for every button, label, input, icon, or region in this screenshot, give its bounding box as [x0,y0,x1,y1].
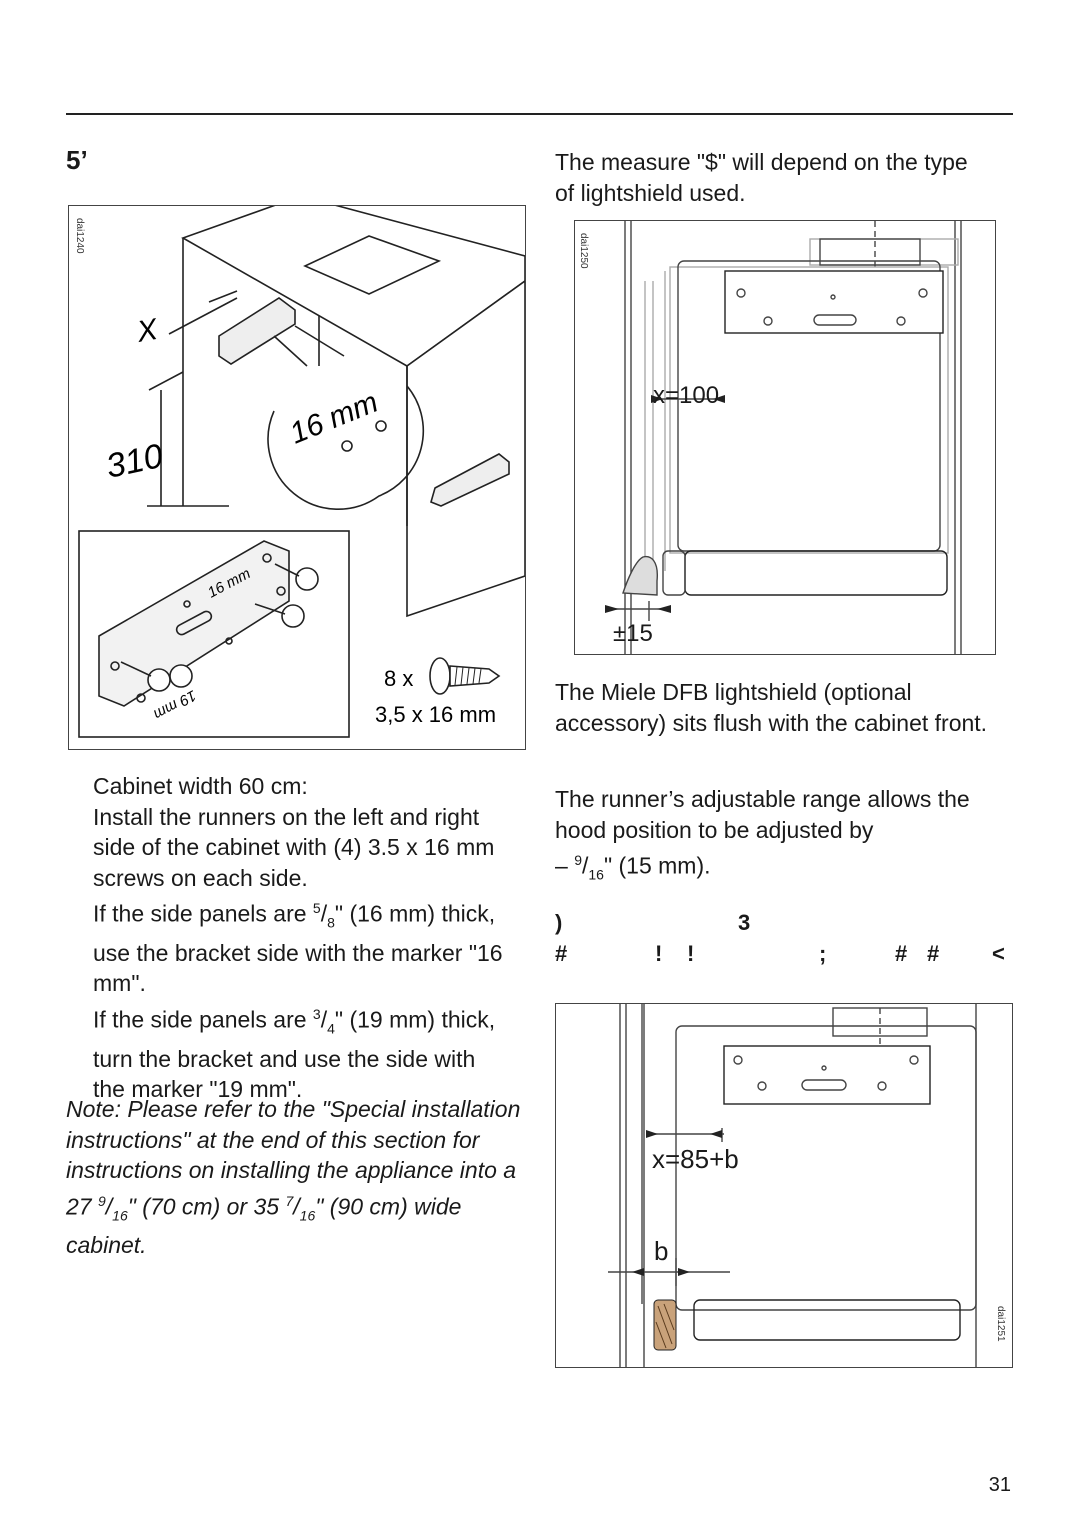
runner-range-text: The runner’s adjustable range allows the… [555,786,970,883]
installation-instructions: Cabinet width 60 cm: Install the runners… [93,771,513,1105]
miele-lightshield-text: The Miele DFB lightshield (optional acce… [555,679,988,736]
top-rule [66,113,1013,115]
figure-lightshield-x85b: x=85+b b dai1251 [555,1003,1013,1368]
special-installation-note: Note: Please refer to the "Special insta… [66,1096,521,1259]
screw-size-label: 3,5 x 16 mm [375,702,496,727]
figure-id: dai1240 [74,218,85,254]
runner-install-text: Install the runners on the left and righ… [93,803,495,891]
figure-id: dai1251 [995,1306,1006,1342]
cabinet-width-line: Cabinet width 60 cm: [93,773,308,799]
symbol-row-2: # ! ! ; # # < [555,941,1005,966]
figure-bracket-installation: X 310 16 mm 16 mm 19 mm 8 x 3,5 x 16 mm … [68,205,526,750]
dim-310-label: 310 [103,437,166,486]
lightshield-drawing: x=100 ±15 [605,221,962,654]
x85b-label: x=85+b [652,1144,739,1174]
panel-19mm-text: If the side panels are 3/4" (19 mm) thic… [93,1005,496,1102]
dim-x-label: X [134,313,161,349]
symbol-row-1: ) 3 [555,910,751,935]
figure-id: dai1250 [578,233,589,269]
panel-16mm-text: If the side panels are 5/8" (16 mm) thic… [93,900,503,997]
section-heading: 5’ [66,145,88,175]
screw-count-label: 8 x [384,666,413,691]
page-number: 31 [988,1474,1011,1496]
x100-label: x=100 [653,382,719,409]
lightshield-measure-text: The measure "$" will depend on the type … [555,149,968,206]
plus-minus-15-label: ±15 [613,620,653,647]
b-label: b [654,1236,668,1266]
magnified-16mm-label: 16 mm [285,386,382,451]
bracket-installation-drawing: X 310 16 mm 16 mm 19 mm 8 x 3,5 x 16 mm [78,206,525,738]
figure-lightshield-x100: x=100 ±15 dai1250 [574,220,996,655]
custom-lightshield-drawing: x=85+b b [608,1004,977,1367]
